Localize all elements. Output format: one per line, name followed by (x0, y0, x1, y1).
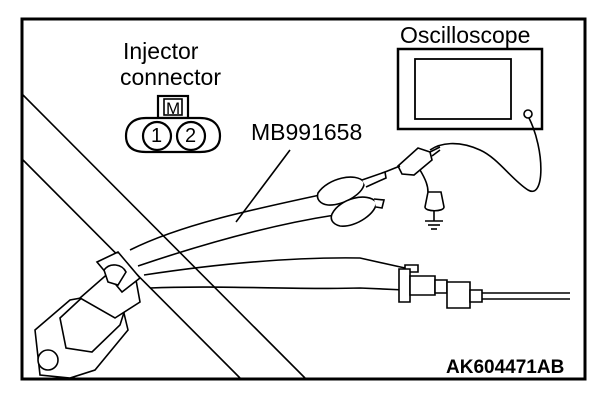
injector-body (34, 251, 142, 379)
scope-cable (429, 117, 542, 193)
ground-clip (419, 169, 445, 230)
oscilloscope (396, 47, 544, 131)
harness-leads (129, 194, 406, 291)
connector-pin-1-label: 1 (151, 125, 163, 147)
connector-marker-label: M (166, 99, 181, 118)
alligator-clips (316, 170, 387, 227)
tool-leader (235, 149, 291, 223)
oscilloscope-label: Oscilloscope (400, 22, 531, 48)
figure-frame (20, 17, 587, 381)
figure-code: AK604471AB (446, 357, 565, 378)
injector-label-line1: Injector (123, 38, 199, 64)
inline-connector (398, 264, 570, 309)
tool-label: MB991658 (251, 119, 363, 145)
injector-label-line2: connector (120, 64, 222, 90)
connector-pin-2-label: 2 (185, 125, 197, 147)
scope-probe (384, 146, 441, 176)
connector-pin-icon (124, 94, 222, 154)
